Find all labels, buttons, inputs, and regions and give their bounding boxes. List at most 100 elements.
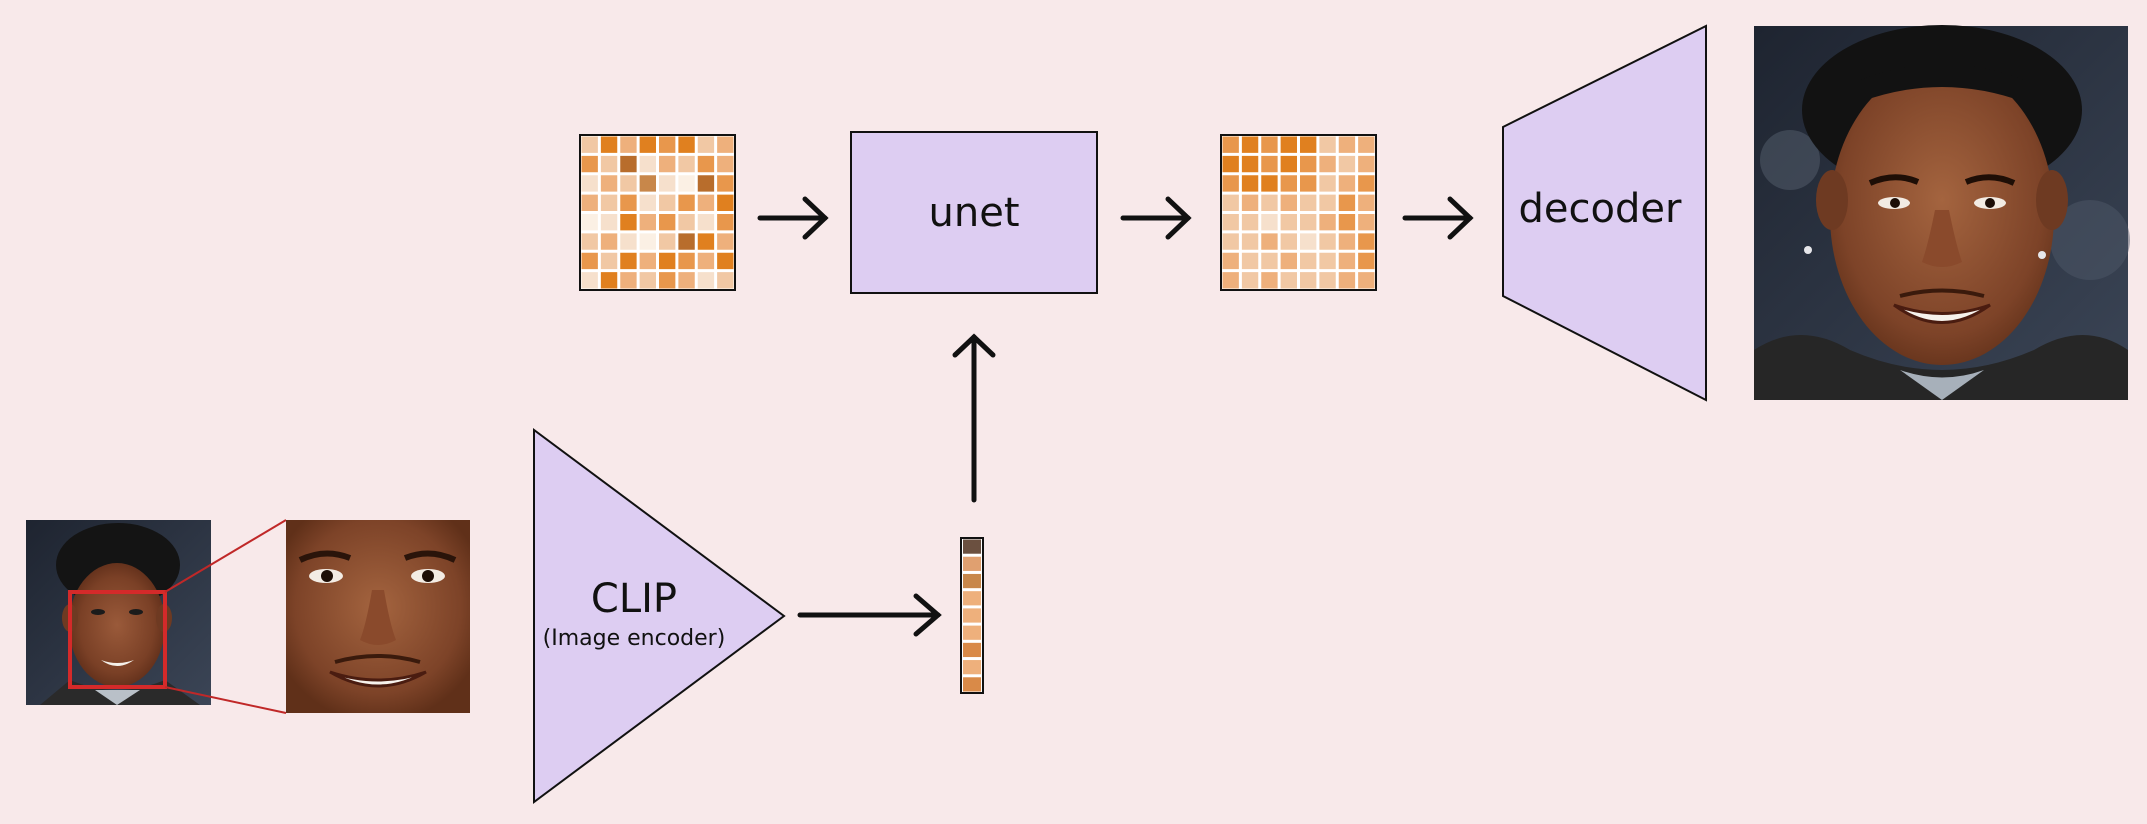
denoised-latent-cell [1261, 214, 1278, 231]
noisy-latent-cell [678, 175, 695, 192]
denoised-latent-cell [1300, 175, 1317, 192]
noisy-latent-cell [678, 155, 695, 173]
noisy-latent-cell [620, 175, 637, 192]
denoised-latent-cell [1300, 155, 1317, 173]
denoised-latent-cell [1241, 233, 1259, 250]
arrow-clip-to-embedding [797, 593, 942, 637]
noisy-latent-cell [697, 214, 715, 231]
noisy-latent-cell [659, 233, 676, 250]
crop-line-bottom [164, 686, 287, 714]
noisy-latent-cell [659, 194, 676, 211]
denoised-latent-cell [1358, 233, 1375, 250]
denoised-latent-cell [1358, 252, 1375, 270]
noisy-latent-cell [620, 155, 637, 173]
noisy-latent-cell [639, 252, 656, 270]
crop-line-top [164, 519, 287, 593]
noisy-latent-cell [717, 194, 734, 211]
noisy-latent-cell [717, 155, 734, 173]
noisy-latent-cell [581, 214, 598, 231]
noisy-latent-cell [717, 214, 734, 231]
embedding-cell [963, 677, 981, 692]
denoised-latent-cell [1222, 175, 1239, 192]
denoised-latent-cell [1261, 233, 1278, 250]
denoised-latent-cell [1241, 252, 1259, 270]
noisy-latent-cell [600, 175, 618, 192]
denoised-latent-cell [1358, 136, 1375, 153]
clip-encoder-block [533, 428, 786, 804]
embedding-cell [963, 539, 981, 554]
noisy-latent-cell [600, 155, 618, 173]
noisy-latent-cell [639, 233, 656, 250]
embedding-cell [963, 642, 981, 658]
denoised-latent-cell [1280, 272, 1297, 289]
denoised-latent-cell [1280, 252, 1297, 270]
denoised-latent-cell [1319, 194, 1336, 211]
output-face-photo [1754, 25, 2130, 400]
noisy-latent-cell [581, 272, 598, 289]
noisy-latent-cell [697, 272, 715, 289]
noisy-latent-cell [717, 136, 734, 153]
clip-sublabel: (Image encoder) [543, 626, 726, 651]
denoised-latent-cell [1358, 194, 1375, 211]
denoised-latent-cell [1358, 155, 1375, 173]
denoised-latent-cell [1300, 272, 1317, 289]
noisy-latent-cell [620, 252, 637, 270]
noisy-latent-cell [600, 272, 618, 289]
embedding-cell [963, 608, 981, 623]
noisy-latent-cell [717, 175, 734, 192]
embedding-cell [963, 625, 981, 640]
noisy-latent-cell [697, 155, 715, 173]
denoised-latent-cell [1319, 252, 1336, 270]
denoised-latent-cell [1222, 233, 1239, 250]
noisy-latent-cell [717, 233, 734, 250]
noisy-latent-cell [581, 136, 598, 153]
noisy-latent-cell [678, 272, 695, 289]
noisy-latent-cell [678, 136, 695, 153]
embedding-cell [963, 573, 981, 589]
denoised-latent-cell [1319, 136, 1336, 153]
noisy-latent-cell [659, 155, 676, 173]
denoised-latent-cell [1261, 155, 1278, 173]
denoised-latent-cell [1338, 272, 1356, 289]
noisy-latent-cell [639, 272, 656, 289]
noisy-latent-grid [579, 134, 736, 291]
denoised-latent-cell [1241, 272, 1259, 289]
noisy-latent-cell [697, 175, 715, 192]
noisy-latent-cell [678, 233, 695, 250]
denoised-latent-cell [1222, 136, 1239, 153]
denoised-latent-cell [1261, 252, 1278, 270]
decoder-label: decoder [1519, 186, 1682, 232]
noisy-latent-cell [620, 194, 637, 211]
unet-block [850, 131, 1098, 294]
denoised-latent-cell [1241, 175, 1259, 192]
arrow-unet-to-latent [1120, 196, 1192, 240]
denoised-latent-cell [1300, 214, 1317, 231]
noisy-latent-cell [620, 136, 637, 153]
noisy-latent-cell [639, 175, 656, 192]
denoised-latent-cell [1338, 194, 1356, 211]
denoised-latent-grid [1220, 134, 1377, 291]
denoised-latent-cell [1280, 233, 1297, 250]
input-face-photo [26, 520, 211, 705]
noisy-latent-cell [620, 233, 637, 250]
clip-label: CLIP [591, 576, 677, 622]
noisy-latent-cell [620, 214, 637, 231]
denoised-latent-cell [1280, 175, 1297, 192]
embedding-cell [963, 591, 981, 606]
noisy-latent-cell [600, 252, 618, 270]
noisy-latent-cell [717, 252, 734, 270]
denoised-latent-cell [1300, 136, 1317, 153]
noisy-latent-cell [581, 252, 598, 270]
noisy-latent-cell [659, 214, 676, 231]
denoised-latent-cell [1300, 194, 1317, 211]
arrow-latent-to-decoder [1402, 196, 1474, 240]
embedding-cell [963, 556, 981, 571]
image-embedding-vector [960, 537, 984, 694]
denoised-latent-cell [1338, 155, 1356, 173]
noisy-latent-cell [639, 155, 656, 173]
denoised-latent-cell [1338, 175, 1356, 192]
denoised-latent-cell [1319, 272, 1336, 289]
noisy-latent-cell [639, 194, 656, 211]
denoised-latent-cell [1358, 214, 1375, 231]
